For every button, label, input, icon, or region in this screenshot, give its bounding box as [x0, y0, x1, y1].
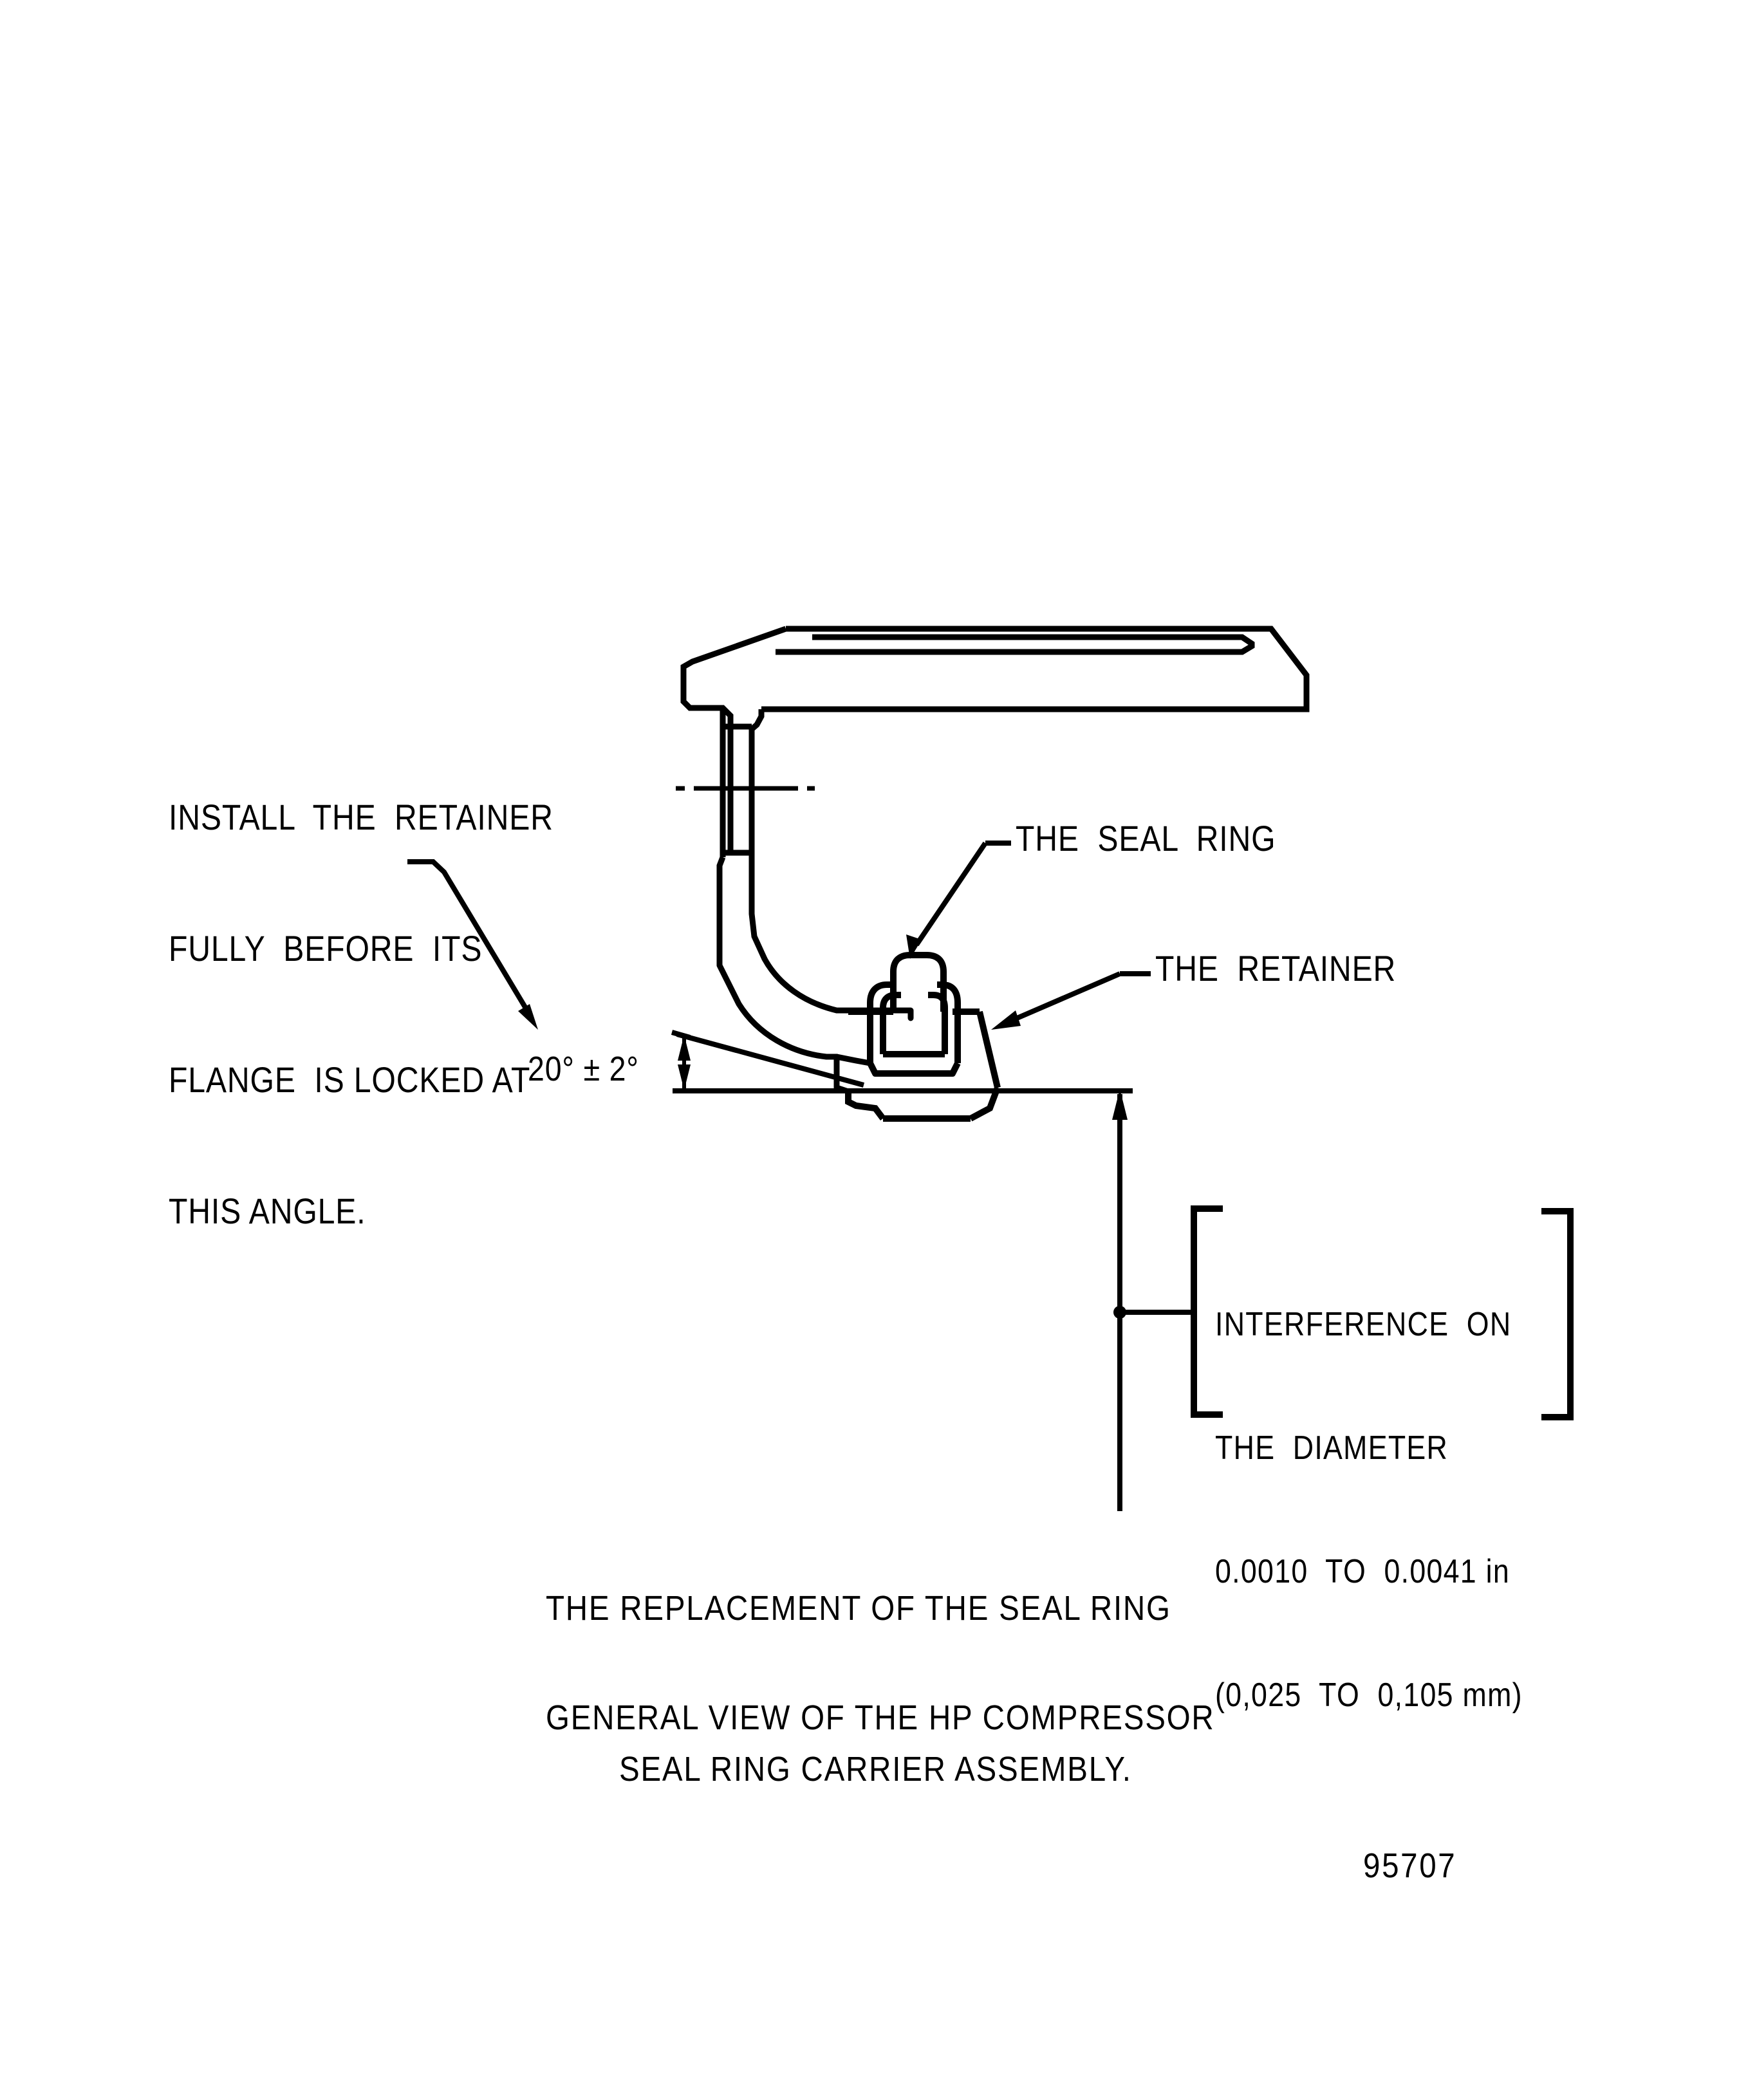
flange-angle-line [676, 1032, 865, 1088]
interference-note-line-3: 0.0010 TO 0.0041 in [1215, 1553, 1511, 1590]
angle-dimension-arrows [678, 1035, 691, 1090]
install-note-line-3: FLANGE IS LOCKED AT [169, 1059, 531, 1100]
interference-note-line-1: INTERFERENCE ON [1215, 1306, 1512, 1343]
carrier-web [716, 708, 768, 965]
retainer-arrowhead [991, 1010, 1021, 1030]
interference-note-line-2: THE DIAMETER [1215, 1429, 1449, 1467]
carrier-outline [680, 626, 1310, 759]
angle-line-tick [671, 1030, 691, 1040]
interference-leader-dot [1113, 1306, 1126, 1319]
retainer-leader [1005, 971, 1151, 1025]
figure-number: 95707 [1363, 1846, 1457, 1885]
seal-ring-arrowhead [906, 934, 922, 959]
install-note-line-2: FULLY BEFORE ITS [169, 928, 483, 969]
figure-subtitle-line-1: GENERAL VIEW OF THE HP COMPRESSOR [546, 1698, 1215, 1737]
install-note-line-4: THIS ANGLE. [169, 1191, 366, 1231]
interference-note: INTERFERENCE ON THE DIAMETER 0.0010 TO 0… [1215, 1222, 1523, 1798]
interference-arrowhead [1112, 1089, 1128, 1120]
retainer-callout: THE RETAINER [1155, 948, 1397, 989]
angle-dimension-label: 20° ± 2° [528, 1050, 639, 1088]
figure-subtitle-line-2: SEAL RING CARRIER ASSEMBLY. [619, 1750, 1132, 1789]
install-note-line-1: INSTALL THE RETAINER [169, 797, 553, 837]
seal-ring-leader [914, 841, 1011, 947]
interference-leader [1117, 1094, 1194, 1511]
interference-note-line-4: (0,025 TO 0,105 mm) [1215, 1677, 1523, 1714]
carrier-lower-arm [716, 956, 914, 1095]
seal-ring-callout: THE SEAL RING [1016, 818, 1276, 859]
retainer-part [845, 1008, 1001, 1122]
install-note: INSTALL THE RETAINER FULLY BEFORE ITS FL… [169, 708, 553, 1321]
seal-ring-part [867, 952, 961, 1077]
figure-title: THE REPLACEMENT OF THE SEAL RING [546, 1589, 1171, 1628]
